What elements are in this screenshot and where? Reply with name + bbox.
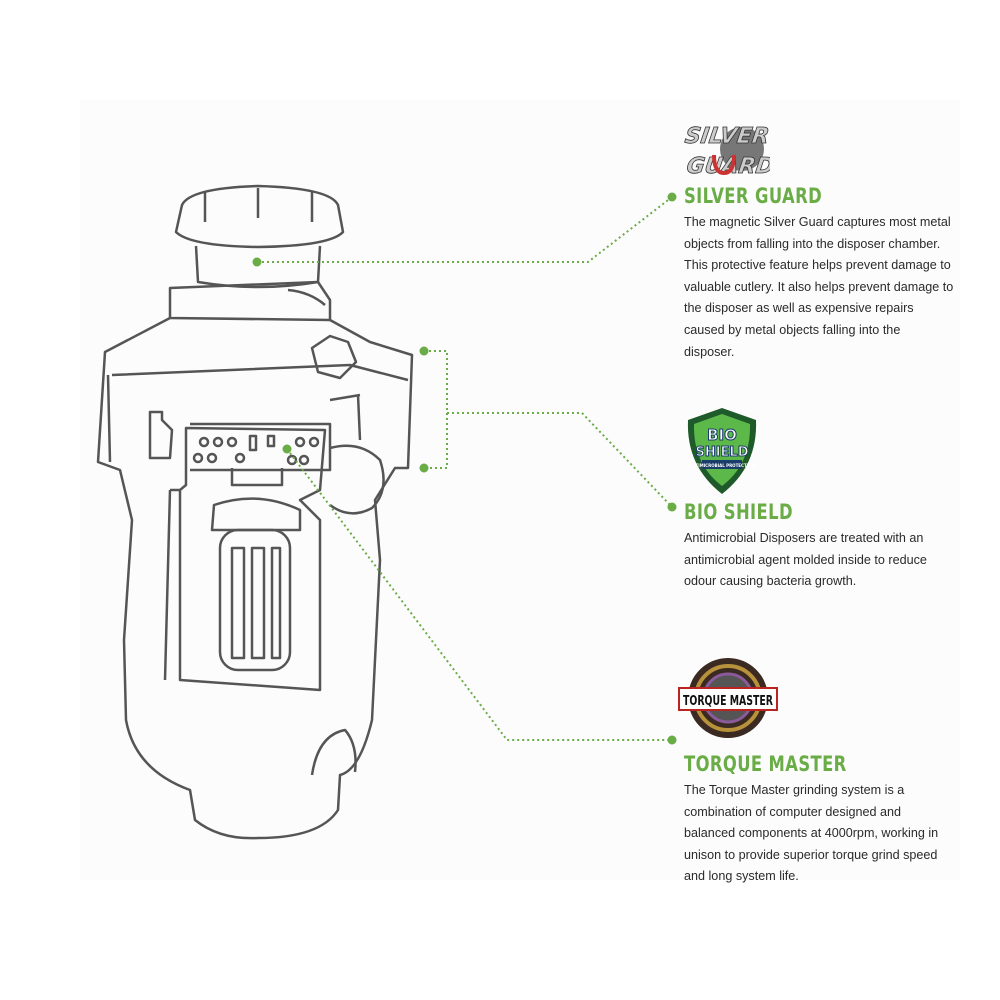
svg-text:ANTIMICROBIAL PROTECTION: ANTIMICROBIAL PROTECTION bbox=[689, 463, 755, 468]
disposer-outline bbox=[96, 184, 414, 840]
feature-description: The Torque Master grinding system is a c… bbox=[684, 783, 939, 884]
feature-silver-guard: SILVER GUARD The magnetic Silver Guard c… bbox=[684, 184, 954, 363]
bio-shield-logo: BIO SHIELD ANTIMICROBIAL PROTECTION bbox=[687, 408, 757, 494]
magnet-icon bbox=[712, 154, 736, 176]
svg-text:GUARD: GUARD bbox=[685, 153, 770, 179]
feature-title: SILVER GUARD bbox=[684, 184, 823, 208]
svg-text:TORQUE MASTER: TORQUE MASTER bbox=[683, 694, 773, 709]
feature-title: BIO SHIELD bbox=[684, 500, 793, 524]
svg-text:BIO: BIO bbox=[707, 426, 737, 444]
feature-description: Antimicrobial Disposers are treated with… bbox=[684, 531, 927, 589]
feature-torque-master: TORQUE MASTER The Torque Master grinding… bbox=[684, 752, 954, 888]
svg-text:SILVER: SILVER bbox=[684, 123, 770, 149]
background-panel bbox=[80, 100, 960, 880]
feature-description: The magnetic Silver Guard captures most … bbox=[684, 215, 954, 359]
callout-dots bbox=[252, 192, 677, 745]
silver-guard-logo: SILVER GUARD bbox=[684, 123, 770, 179]
feature-bio-shield: BIO SHIELD Antimicrobial Disposers are t… bbox=[684, 500, 954, 593]
svg-text:SHIELD: SHIELD bbox=[695, 445, 748, 460]
feature-title: TORQUE MASTER bbox=[684, 752, 847, 776]
torque-master-logo: TORQUE MASTER bbox=[678, 658, 778, 738]
callout-lines bbox=[257, 196, 673, 741]
